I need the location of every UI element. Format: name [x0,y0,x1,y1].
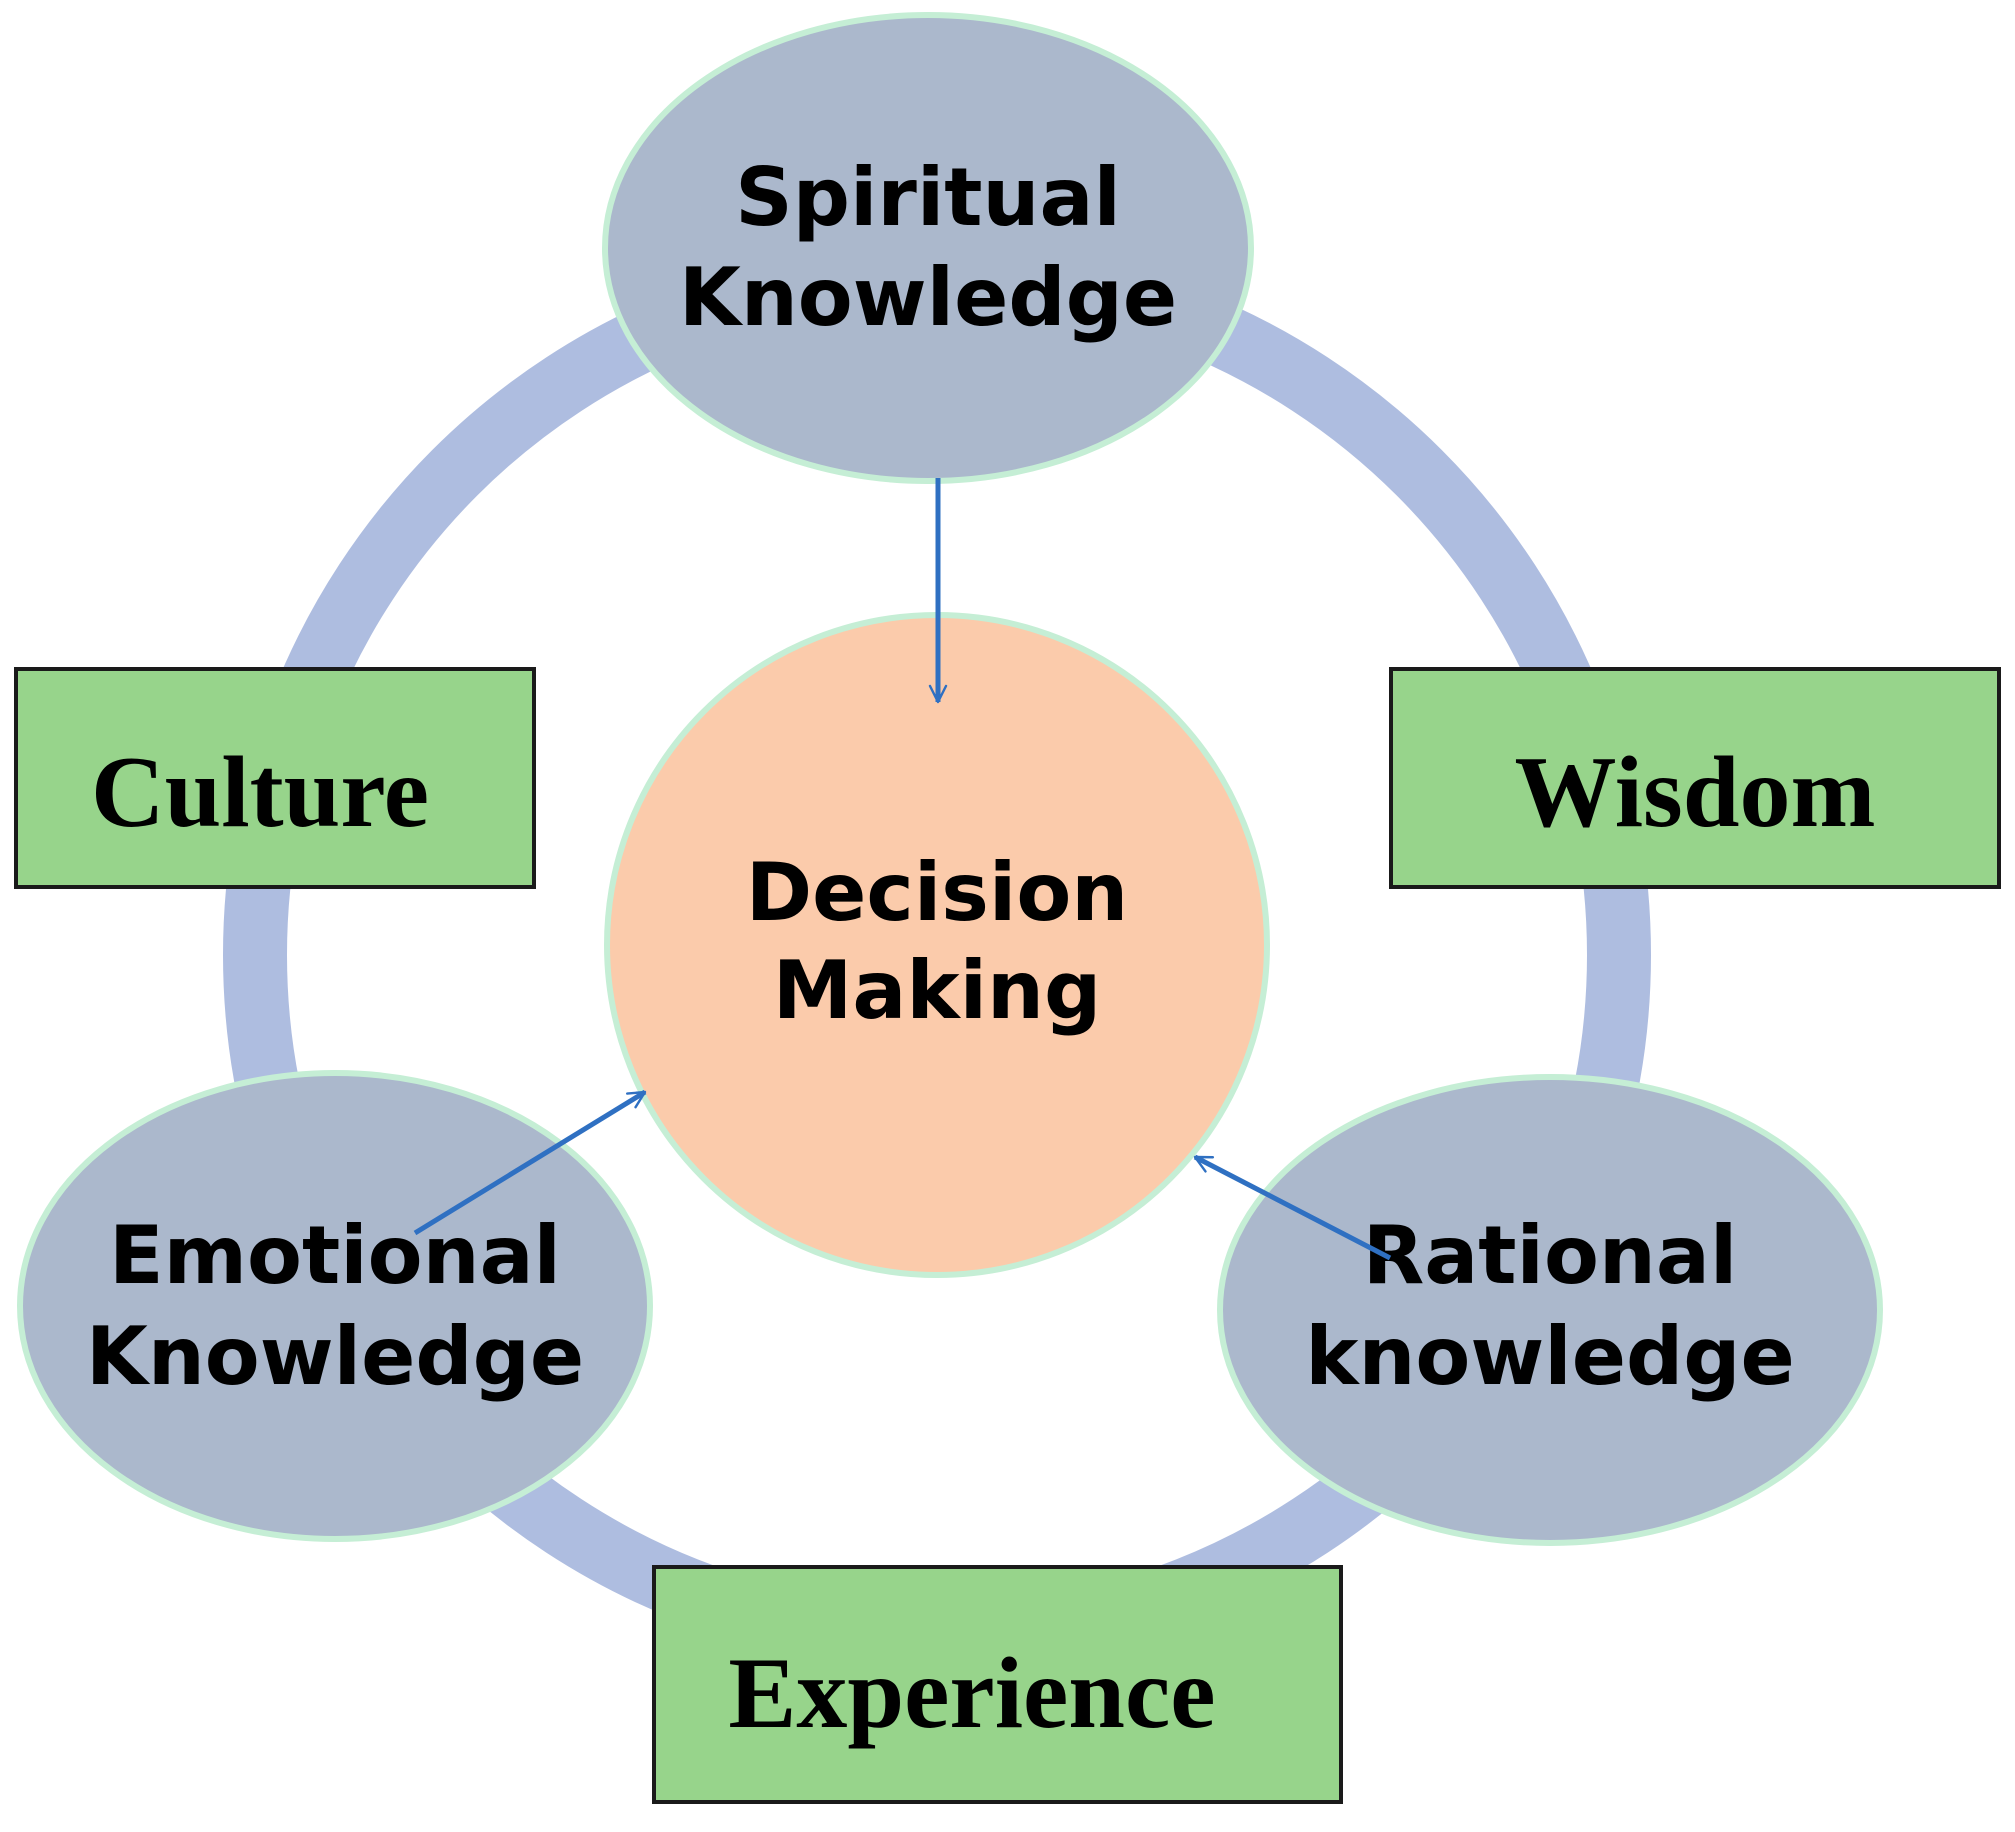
wisdom-box: Wisdom [1389,667,2001,889]
culture-box-rect [14,667,536,889]
spiritual-knowledge-label-line2: Knowledge [679,251,1177,344]
decision-making-label-line2: Making [773,944,1101,1037]
spiritual-knowledge-label-line1: Spiritual [735,151,1121,244]
spiritual-knowledge-node: Spiritual Knowledge [602,12,1254,484]
rational-knowledge-oval [1217,1074,1883,1546]
wisdom-box-rect [1389,667,2001,889]
decision-making-label-line1: Decision [746,846,1128,939]
rational-knowledge-label-line1: Rational [1363,1209,1738,1302]
experience-label: Experience [728,1637,1215,1750]
experience-box-rect [652,1565,1343,1804]
emotional-knowledge-node: Emotional Knowledge [17,1070,653,1542]
emotional-knowledge-label-line2: Knowledge [86,1310,584,1403]
culture-box: Culture [14,667,536,889]
emotional-knowledge-label-line1: Emotional [109,1209,561,1302]
culture-label: Culture [91,736,429,849]
spiritual-knowledge-oval [602,12,1254,484]
wisdom-label: Wisdom [1515,736,1876,849]
rational-knowledge-node: Rational knowledge [1217,1074,1883,1546]
rational-knowledge-label-line2: knowledge [1305,1310,1795,1403]
arrow-emotional-to-decision [413,1089,647,1236]
decision-making-node: Decision Making [604,612,1270,1278]
arrow-rational-to-decision [1193,1154,1392,1261]
emotional-knowledge-oval [17,1070,653,1542]
experience-box: Experience [652,1565,1343,1804]
